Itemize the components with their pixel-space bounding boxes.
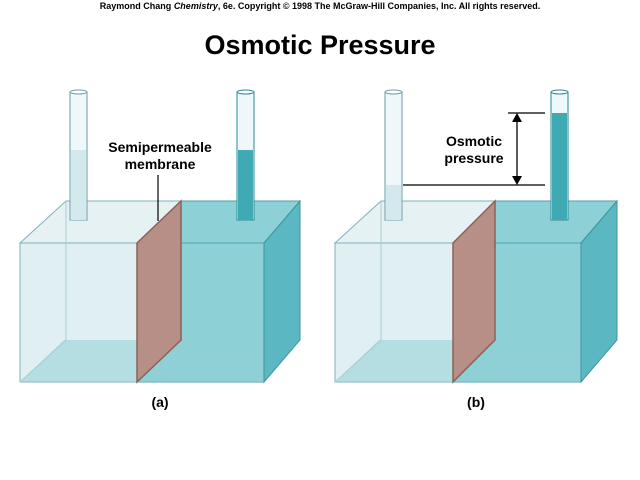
panel-b-apparatus: Osmotic pressure (b) — [333, 89, 619, 410]
membrane-b — [452, 199, 496, 384]
credit-book: Chemistry — [173, 1, 218, 11]
panel-b-label: (b) — [467, 394, 485, 410]
panel-a-apparatus: Semipermeable membrane (a) — [18, 89, 302, 410]
membrane-label-line2: membrane — [125, 156, 196, 172]
credit-rest: , 6e. Copyright © 1998 The McGraw-Hill C… — [217, 1, 541, 11]
osmotic-label-line1: Osmotic — [446, 133, 502, 149]
box-b-back-floor-edge — [334, 339, 382, 383]
panel-a-label: (a) — [151, 394, 168, 410]
box-b-side — [580, 199, 618, 384]
left-tube-a — [69, 89, 88, 221]
membrane-label-line1: Semipermeable — [108, 139, 212, 155]
right-tube-a — [236, 89, 255, 221]
pressure-arrow-up-head — [512, 113, 522, 122]
box-a-back-floor-edge — [19, 339, 67, 383]
right-tube-b — [550, 89, 569, 221]
left-tube-b — [384, 89, 403, 221]
page-title: Osmotic Pressure — [204, 30, 436, 60]
copyright-credit: Raymond Chang Chemistry, 6e. Copyright ©… — [0, 0, 640, 12]
pressure-arrow-down-head — [512, 176, 522, 185]
credit-author: Raymond Chang — [99, 1, 172, 11]
membrane-a — [136, 199, 182, 384]
osmotic-label-line2: pressure — [444, 150, 503, 166]
box-b-floor — [335, 340, 617, 382]
box-a-side — [263, 199, 301, 384]
